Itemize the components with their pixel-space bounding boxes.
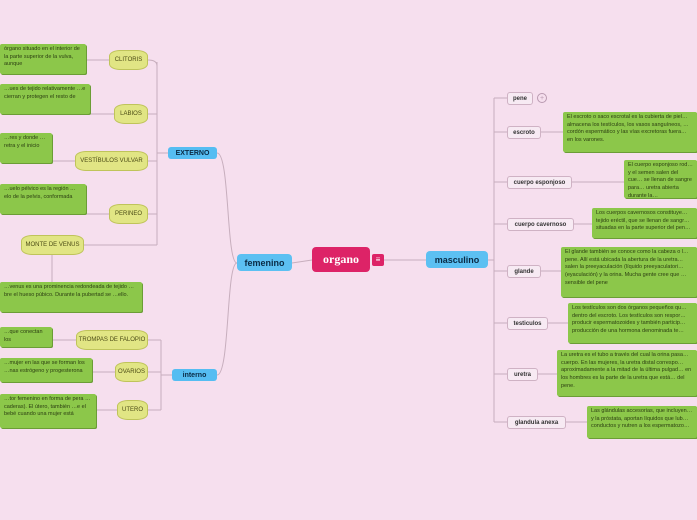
pill-testiculos[interactable]: testiculos: [507, 317, 548, 330]
cylinder-utero[interactable]: UTERO: [117, 400, 148, 420]
topic-masculino[interactable]: masculino: [426, 251, 488, 268]
desc-monte-de-venus: …venus es una prominencia redondeada de …: [0, 282, 142, 312]
desc-vestibulos-vulvar: …res y donde …retra y el inicio: [0, 133, 52, 163]
cylinder-monte-de-venus[interactable]: MONTE DE VENUS: [21, 235, 84, 255]
desc-glande: El glande también se conoce como la cabe…: [561, 247, 697, 297]
desc-utero: …tor femenino en forma de pera …caderas)…: [0, 394, 96, 428]
desc-trompas-de-falopio: …que conectan los: [0, 327, 52, 347]
desc-cuerpo-esponjoso: El cuerpo esponjoso rod… y el semen sale…: [624, 160, 697, 198]
desc-clitoris: órgano situado en el interior de la part…: [0, 44, 86, 74]
desc-labios: …ues de tejido relativamente …e cierran …: [0, 84, 90, 114]
desc-testiculos: Los testículos son dos órganos pequeños …: [568, 303, 697, 343]
subtopic-externo[interactable]: EXTERNO: [168, 147, 217, 159]
desc-perineo: …uelo pélvico es la región …elo de la pe…: [0, 184, 86, 214]
topic-femenino[interactable]: femenino: [237, 254, 292, 271]
cylinder-perineo[interactable]: PERINEO: [109, 204, 148, 224]
pill-glande[interactable]: glande: [507, 265, 541, 278]
pill-escroto[interactable]: escroto: [507, 126, 541, 139]
desc-ovarios: …mujer en las que se forman los …nas est…: [0, 358, 92, 382]
desc-escroto: El escroto o saco escrotal es la cubiert…: [563, 112, 697, 152]
menu-icon[interactable]: ≡: [372, 254, 384, 266]
subtopic-interno[interactable]: interno: [172, 369, 217, 381]
central-topic-organo[interactable]: organo: [312, 247, 370, 272]
pill-cuerpo-esponjoso[interactable]: cuerpo esponjoso: [507, 176, 572, 189]
cylinder-clitoris[interactable]: CLITORIS: [109, 50, 148, 70]
cylinder-labios[interactable]: LABIOS: [114, 104, 148, 124]
cylinder-trompas-de-falopio[interactable]: TROMPAS DE FALOPIO: [76, 330, 148, 350]
cylinder-ovarios[interactable]: OVARIOS: [115, 362, 148, 382]
pill-cuerpo-cavernoso[interactable]: cuerpo cavernoso: [507, 218, 574, 231]
desc-uretra: La uretra es el tubo a través del cual l…: [557, 350, 697, 396]
pill-pene[interactable]: pene: [507, 92, 533, 105]
pill-uretra[interactable]: uretra: [507, 368, 538, 381]
desc-glandula-anexa: Las glándulas accesorias, que incluyen… …: [587, 406, 697, 438]
plus-icon[interactable]: +: [537, 93, 547, 103]
desc-cuerpo-cavernoso: Los cuerpos cavernosos constituye… tejid…: [592, 208, 697, 238]
cylinder-vestibulos-vulvar[interactable]: VESTÍBULOS VULVAR: [75, 151, 148, 171]
pill-glandula-anexa[interactable]: glandula anexa: [507, 416, 566, 429]
